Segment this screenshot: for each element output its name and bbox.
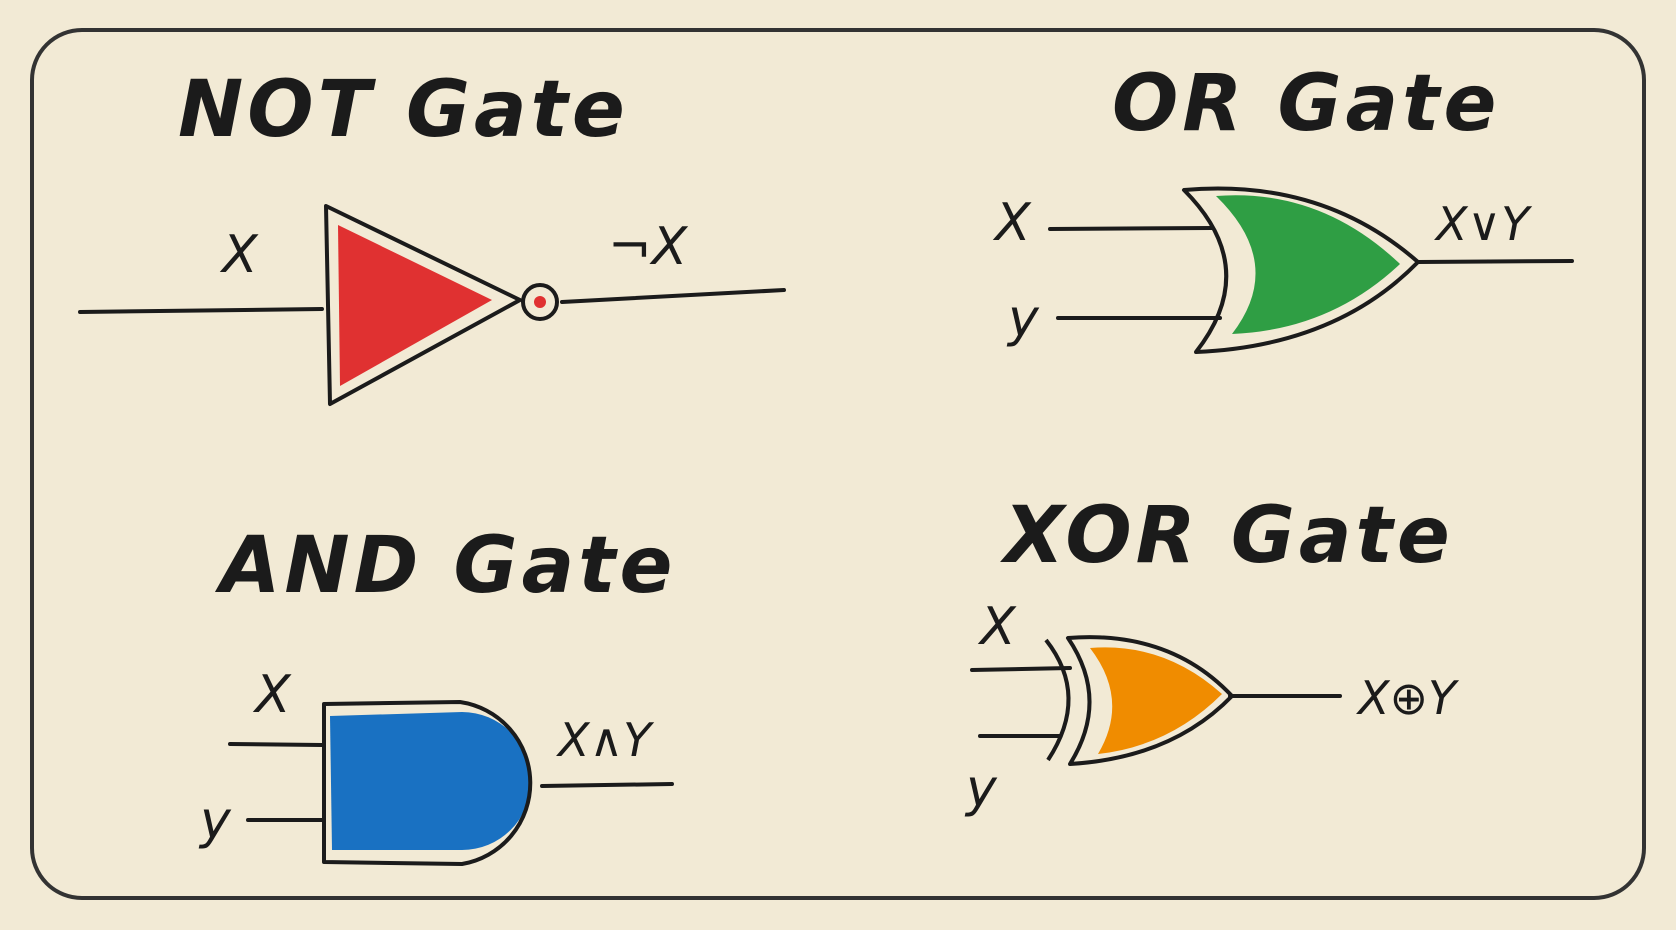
- xor-gate-group: XOR Gate X y X⊕Y: [964, 491, 1460, 819]
- not-gate-triangle-outline: [324, 204, 522, 406]
- and-gate-group: AND Gate X y X∧Y: [198, 521, 676, 866]
- not-gate-input-label: X: [219, 225, 259, 285]
- xor-gate-body-fill: [1090, 647, 1222, 754]
- not-gate-bubble-dot: [534, 296, 546, 308]
- xor-gate-output-label: X⊕Y: [1356, 671, 1460, 725]
- and-gate-input-y-label: y: [198, 791, 232, 851]
- xor-gate-input-x-label: X: [977, 597, 1017, 657]
- and-gate-output-wire: [540, 782, 674, 788]
- xor-gate-input-x-wire: [970, 666, 1072, 672]
- and-gate-title: AND Gate: [214, 521, 676, 611]
- or-gate-output-wire: [1416, 259, 1574, 264]
- and-gate-input-x-wire: [228, 742, 324, 747]
- not-gate-body-fill: [338, 225, 492, 386]
- not-gate-output-wire: [560, 288, 786, 304]
- and-gate-output-label: X∧Y: [556, 713, 655, 767]
- or-gate-input-x-wire: [1048, 226, 1214, 231]
- and-gate-body-fill: [330, 712, 531, 850]
- not-gate-input-wire: [78, 307, 324, 314]
- and-gate-outline: [322, 700, 533, 866]
- not-gate-output-label: ¬X: [608, 217, 689, 277]
- not-gate-group: NOT Gate X ¬X: [78, 65, 786, 406]
- not-gate-title: NOT Gate: [178, 65, 629, 155]
- or-gate-body-fill: [1216, 195, 1400, 334]
- and-gate-input-x-label: X: [252, 665, 292, 725]
- or-gate-output-label: X∨Y: [1434, 197, 1533, 251]
- or-gate-group: OR Gate X y X∨Y: [992, 59, 1574, 354]
- or-gate-title: OR Gate: [1112, 59, 1500, 149]
- xor-gate-input-y-label: y: [964, 759, 998, 819]
- xor-gate-title: XOR Gate: [1000, 491, 1454, 581]
- or-gate-input-x-label: X: [992, 193, 1032, 253]
- or-gate-input-y-label: y: [1006, 289, 1040, 349]
- diagram-frame: [30, 28, 1646, 900]
- xor-gate-extra-arc: [1044, 638, 1071, 762]
- or-gate-outline: [1182, 186, 1420, 354]
- xor-gate-outline: [1066, 635, 1234, 766]
